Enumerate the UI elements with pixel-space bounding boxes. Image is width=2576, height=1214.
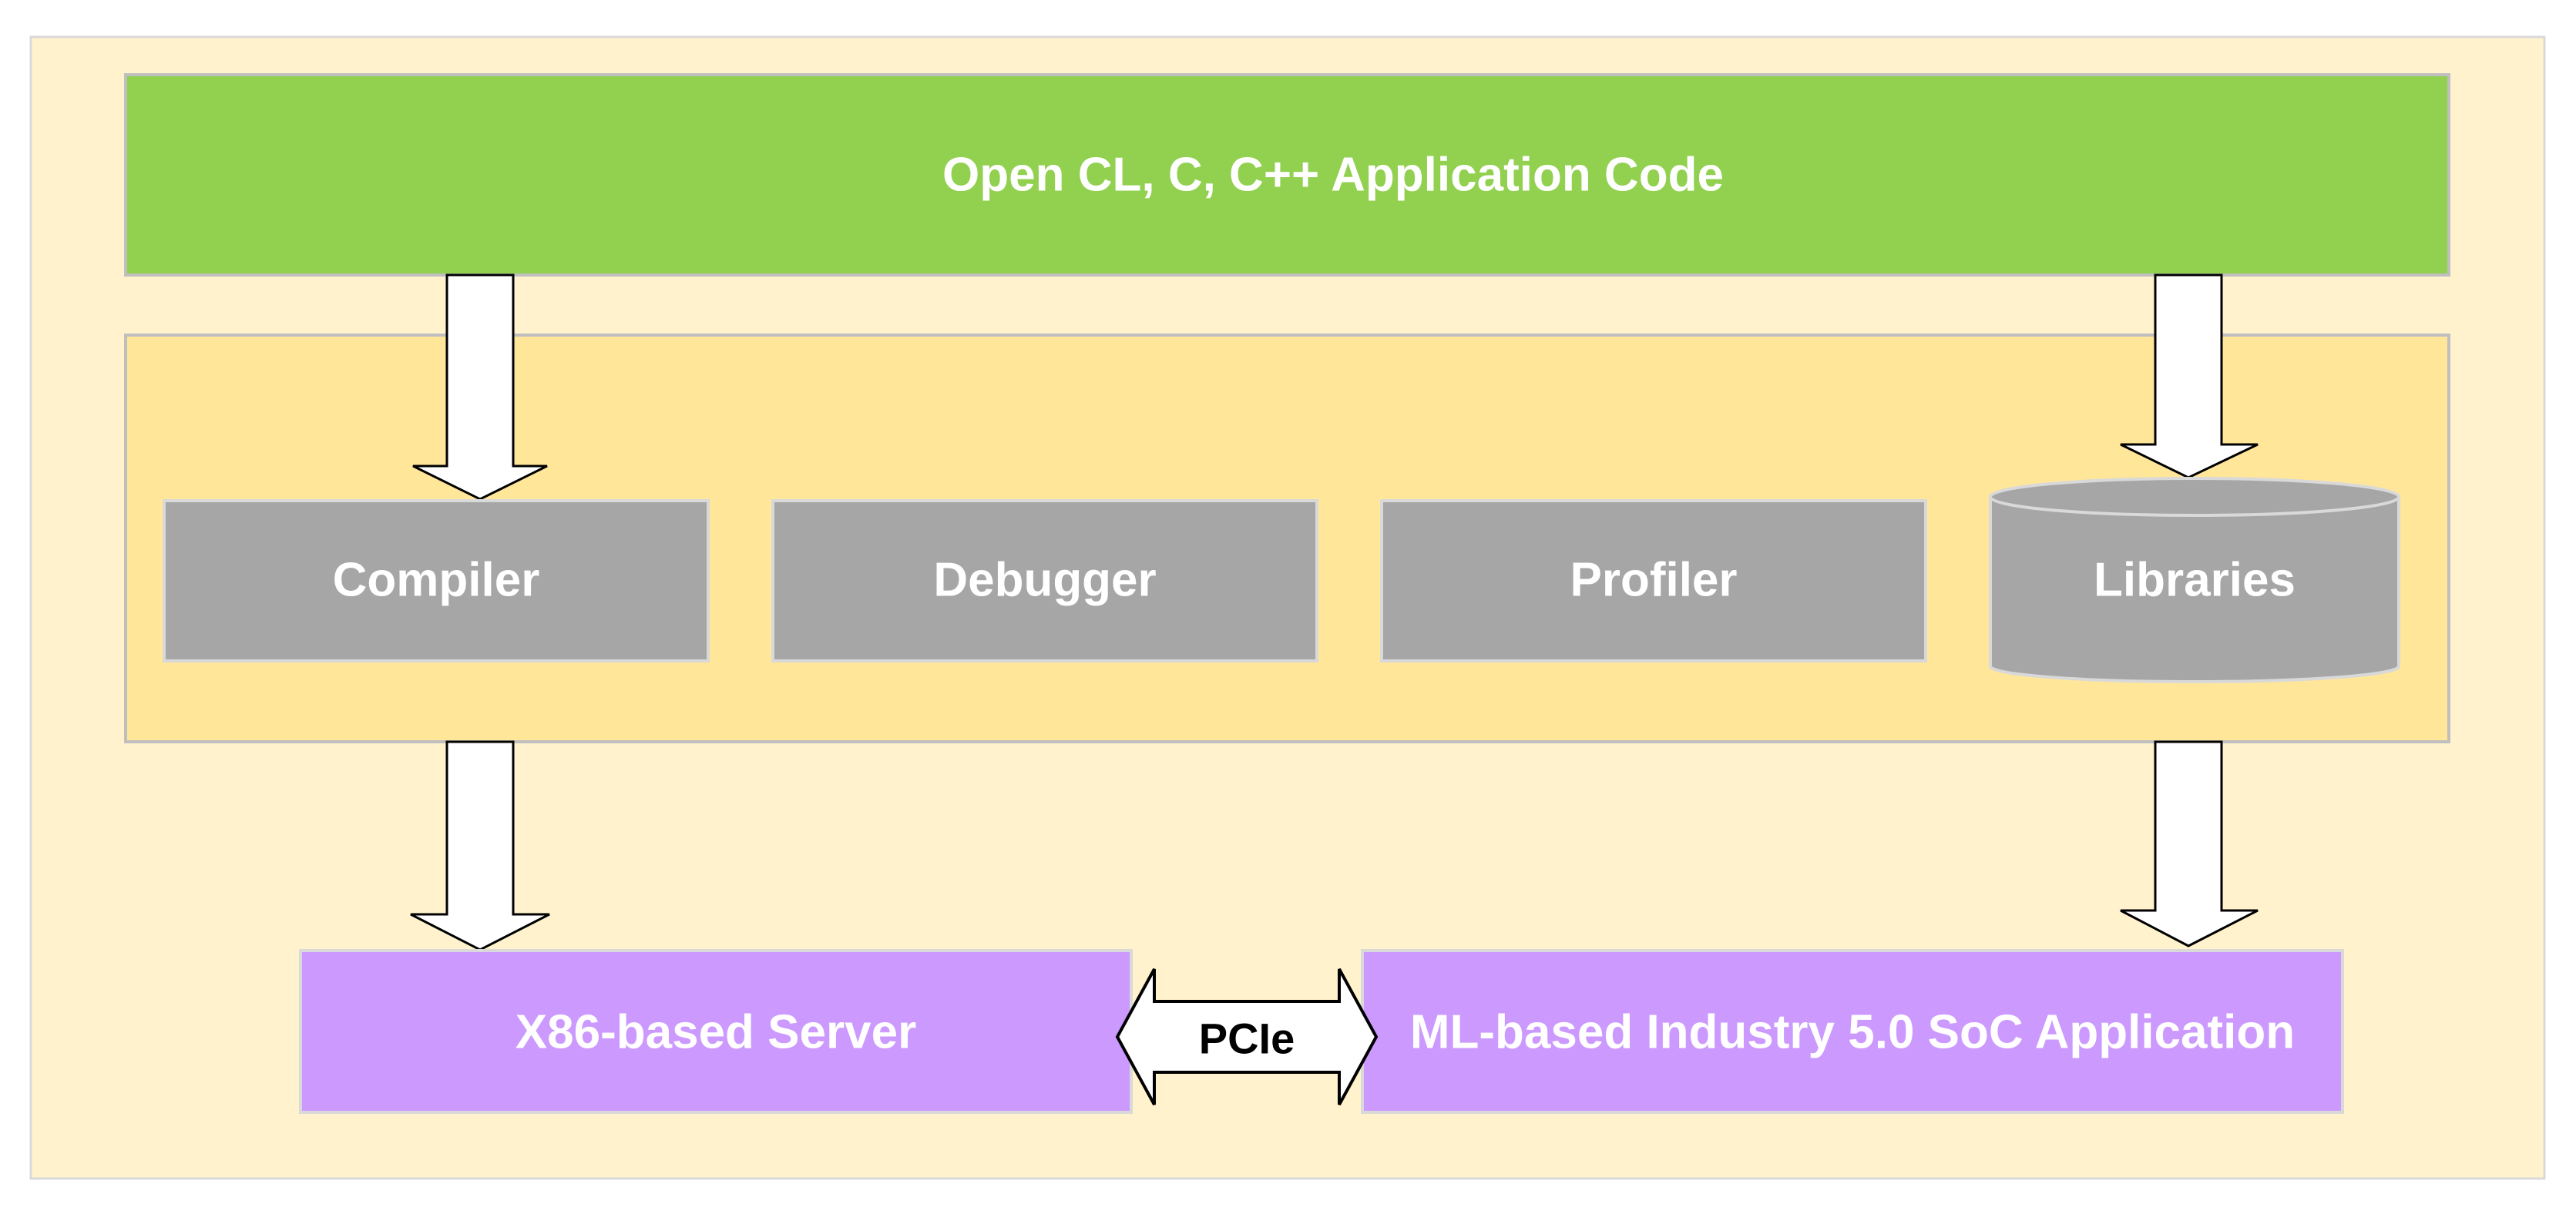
debugger-label: Debugger bbox=[933, 554, 1156, 607]
profiler-box: Profiler bbox=[1380, 499, 1927, 662]
pcie-link: PCIe bbox=[1115, 968, 1379, 1105]
server-box: X86-based Server bbox=[299, 949, 1133, 1114]
pcie-label: PCIe bbox=[1199, 1014, 1295, 1063]
arrow-down-libraries bbox=[2120, 273, 2259, 479]
soc-label: ML-based Industry 5.0 SoC Application bbox=[1410, 1006, 2295, 1059]
server-label: X86-based Server bbox=[516, 1006, 916, 1059]
app-code-box: Open CL, C, C++ Application Code bbox=[124, 73, 2450, 277]
arrow-down-compiler bbox=[412, 273, 548, 501]
arrow-down-server bbox=[410, 740, 550, 951]
pcie-double-arrow bbox=[1115, 968, 1379, 1105]
libraries-label: Libraries bbox=[2094, 554, 2296, 607]
compiler-box: Compiler bbox=[163, 499, 710, 662]
libraries-cylinder: Libraries bbox=[1989, 477, 2400, 683]
app-code-label: Open CL, C, C++ Application Code bbox=[942, 149, 1724, 202]
soc-box: ML-based Industry 5.0 SoC Application bbox=[1361, 949, 2344, 1114]
compiler-label: Compiler bbox=[333, 554, 540, 607]
debugger-box: Debugger bbox=[771, 499, 1318, 662]
profiler-label: Profiler bbox=[1570, 554, 1737, 607]
arrow-down-soc bbox=[2120, 740, 2259, 947]
